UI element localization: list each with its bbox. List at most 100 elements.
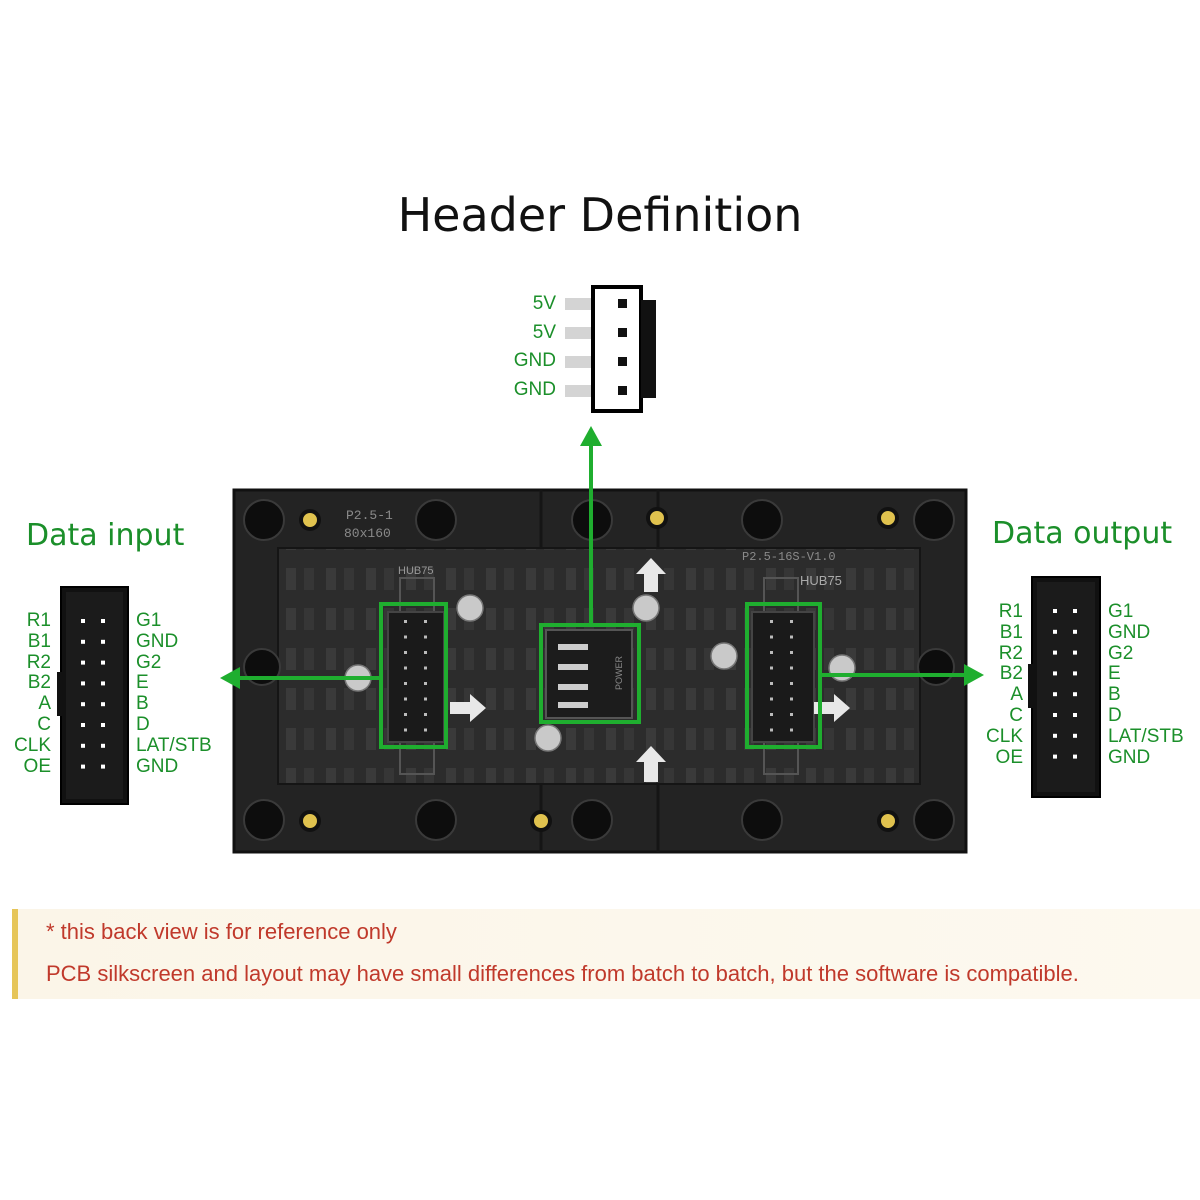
header-pin [101, 660, 105, 665]
board-pin [770, 697, 773, 701]
board-pin [404, 728, 407, 732]
board-pin [404, 713, 407, 716]
header-pin [81, 723, 85, 727]
power-silk: POWER [614, 655, 624, 690]
board-pin [424, 666, 427, 670]
pin-label: GND [1108, 621, 1151, 643]
header-pin [1073, 713, 1077, 717]
board-pin [770, 728, 773, 732]
pin-label: A [1010, 684, 1023, 706]
data-input-right-pin-labels: G1 GND G2 E B D LAT/STB GND [136, 610, 212, 777]
pin-label: B2 [999, 663, 1023, 685]
pin-label: C [1009, 704, 1023, 726]
header-pin [101, 764, 105, 769]
board-direction-arrows [450, 558, 850, 782]
power-pin-label: GND [513, 379, 556, 401]
power-pin-labels: 5V 5V GND GND [496, 290, 556, 405]
board-pin [790, 651, 793, 654]
board-pin [770, 682, 773, 685]
pin-label: G1 [136, 610, 162, 631]
header-pin [101, 723, 105, 727]
hub-right-silk: HUB75 [800, 573, 842, 588]
header-pin [101, 681, 105, 686]
board-pin [424, 682, 427, 685]
pin-label: R1 [26, 610, 51, 631]
board-pin [790, 635, 793, 639]
pin-label: A [38, 693, 51, 715]
header-pin [1053, 754, 1057, 759]
right-hub-connector [751, 577, 815, 775]
header-pin [101, 619, 105, 623]
board-pin [424, 635, 427, 639]
header-pin [81, 743, 85, 748]
board-pin [404, 666, 407, 670]
header-pin [81, 639, 85, 644]
board-pin [770, 713, 773, 716]
board-pin [790, 697, 793, 701]
board-pin [404, 682, 407, 685]
pin-label: R2 [998, 642, 1023, 664]
power-header [565, 285, 656, 413]
board-pin [404, 697, 407, 701]
header-pin [81, 660, 85, 665]
header-pin [1053, 692, 1057, 697]
pin-label: D [1108, 704, 1122, 726]
pin-label: G2 [136, 651, 162, 673]
header-pin [1053, 609, 1057, 613]
pin-label: OE [23, 755, 51, 777]
note-line-2: PCB silkscreen and layout may have small… [46, 961, 1079, 986]
board-pin [790, 666, 793, 670]
pin-label: B [1108, 684, 1121, 706]
board-pin [404, 651, 407, 654]
data-input-label: Data input [26, 518, 185, 553]
note-line-1: * this back view is for reference only [46, 919, 397, 944]
data-output-label: Data output [992, 516, 1173, 551]
header-pin [101, 743, 105, 748]
header-pin [1073, 671, 1077, 676]
data-input-left-pin-labels: R1 B1 R2 B2 A C CLK OE [0, 610, 51, 777]
board-pin [770, 635, 773, 639]
header-pin [1073, 692, 1077, 697]
board-pin [424, 651, 427, 654]
pin-label: C [37, 713, 51, 735]
board-pin [404, 620, 407, 623]
power-connector-on-board [545, 629, 633, 719]
pin-label: G2 [1108, 642, 1134, 664]
board-pin [790, 728, 793, 732]
data-output-header [1028, 576, 1101, 798]
pin-label: B1 [999, 621, 1023, 643]
header-pin [1073, 754, 1077, 759]
header-pin [81, 619, 85, 623]
pin-label: GND [1108, 746, 1151, 768]
hub-left-silk: HUB75 [398, 565, 433, 577]
board-pin [424, 697, 427, 701]
pin-label: LAT/STB [136, 734, 212, 756]
header-pin [1053, 629, 1057, 634]
header-pin [1073, 650, 1077, 655]
pin-label: B [136, 693, 149, 715]
pin-label: R1 [998, 601, 1023, 622]
data-output-right-pin-labels: G1 GND G2 E B D LAT/STB GND [1108, 601, 1184, 768]
board-pin [424, 728, 427, 732]
silk-size: 80x160 [344, 526, 391, 541]
header-pin [81, 681, 85, 686]
pin-label: B1 [27, 630, 51, 652]
header-pin [1073, 629, 1077, 634]
power-pin-label: 5V [532, 321, 556, 343]
silk-model: P2.5-1 [346, 508, 393, 523]
pin-label: CLK [14, 734, 51, 756]
board-pin [790, 682, 793, 685]
pin-label: GND [136, 755, 179, 777]
reference-note: * this back view is for reference only P… [12, 909, 1200, 999]
highlight-boxes [379, 602, 822, 749]
board-pin [770, 651, 773, 654]
board-pin [404, 635, 407, 639]
data-output-left-pin-labels: R1 B1 R2 B2 A C CLK OE [960, 601, 1023, 768]
pin-label: E [136, 672, 149, 694]
header-pin [1053, 713, 1057, 717]
data-input-header [57, 586, 129, 805]
pin-label: GND [136, 630, 179, 652]
board-pin [770, 620, 773, 623]
